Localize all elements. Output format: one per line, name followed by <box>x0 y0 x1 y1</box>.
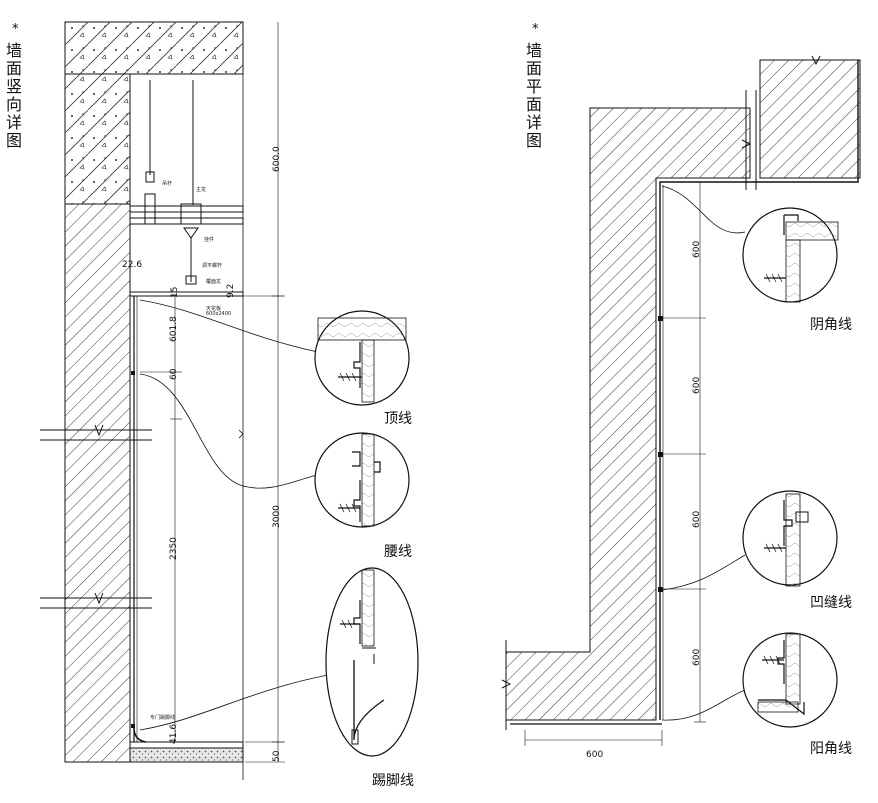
label-groove-line: 凹缝线 <box>810 595 852 611</box>
left-title: 墙面竖向详图 <box>3 42 22 150</box>
right-title: 墙面平面详图 <box>523 42 542 150</box>
callout-inner-corner-detail <box>742 207 839 303</box>
callout-groove-detail <box>742 490 838 587</box>
label-top-line: 顶线 <box>384 411 412 427</box>
right-leader-lines <box>661 185 746 721</box>
note-leveling-rod: 调平螺杆 <box>202 263 223 269</box>
note-main-channel: 主龙 <box>196 187 207 193</box>
right-title-star: * <box>532 22 539 37</box>
note-hanger: 挂件 <box>204 237 215 243</box>
dim-600-bottom: 600 <box>586 750 604 760</box>
right-plan-section <box>501 55 861 746</box>
dim-600-b: 600 <box>692 376 702 394</box>
note-rod: 吊杆 <box>162 181 173 187</box>
label-outer-corner: 阳角线 <box>810 741 852 757</box>
label-waist-line: 腰线 <box>384 544 412 560</box>
callout-skirting-detail <box>325 567 419 757</box>
label-skirting-line: 踢脚线 <box>372 773 414 789</box>
dim-15: 15 <box>170 286 180 298</box>
note-skirting: 专门踢脚线 <box>150 715 176 721</box>
dim-2350: 2350 <box>169 537 179 560</box>
dim-600-d: 600 <box>692 648 702 666</box>
left-wall-section <box>40 21 285 780</box>
label-inner-corner: 阴角线 <box>810 317 852 333</box>
callout-outer-corner-detail <box>742 632 838 728</box>
callout-top-detail <box>314 310 410 406</box>
dim-600-c: 600 <box>692 510 702 528</box>
left-title-star: * <box>12 22 19 37</box>
callout-waist-detail <box>314 432 410 528</box>
dim-60: 60 <box>169 368 179 380</box>
left-leader-lines <box>139 299 329 731</box>
dim-50: 50 <box>272 750 282 762</box>
note-cover-channel: 覆面龙 <box>206 279 222 285</box>
dim-3000: 3000 <box>272 505 282 528</box>
dim-600-a: 600 <box>692 240 702 258</box>
dim-22: 22.6 <box>122 260 143 270</box>
dim-600: 600.0 <box>272 146 282 172</box>
dim-41: 41.6 <box>169 723 179 744</box>
note-board-size: 600x2400 <box>206 311 232 317</box>
note-ceiling-board: 天花板 <box>206 306 222 312</box>
dim-601: 601.8 <box>169 316 179 342</box>
dim-9: 9.2 <box>226 283 236 298</box>
